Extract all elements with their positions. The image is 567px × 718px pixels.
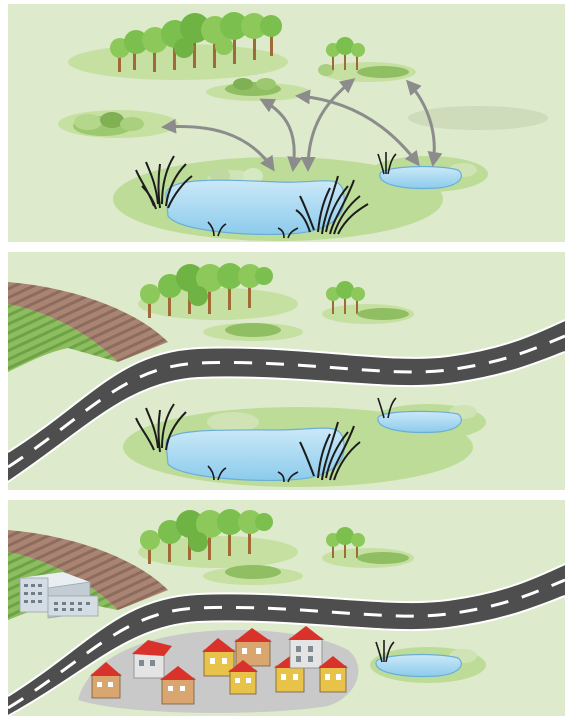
panel-road-landscape [8, 252, 565, 490]
landscape-svg [8, 252, 565, 490]
landscape-svg [8, 500, 565, 716]
pond-icon [166, 180, 344, 234]
pond-icon [380, 167, 461, 189]
pond-icon [166, 428, 344, 480]
landscape-svg [8, 4, 565, 242]
panel-settlement-landscape [8, 500, 565, 716]
pond-icon [378, 411, 461, 432]
panel-natural-landscape [8, 4, 565, 242]
pond-icon [376, 655, 461, 677]
